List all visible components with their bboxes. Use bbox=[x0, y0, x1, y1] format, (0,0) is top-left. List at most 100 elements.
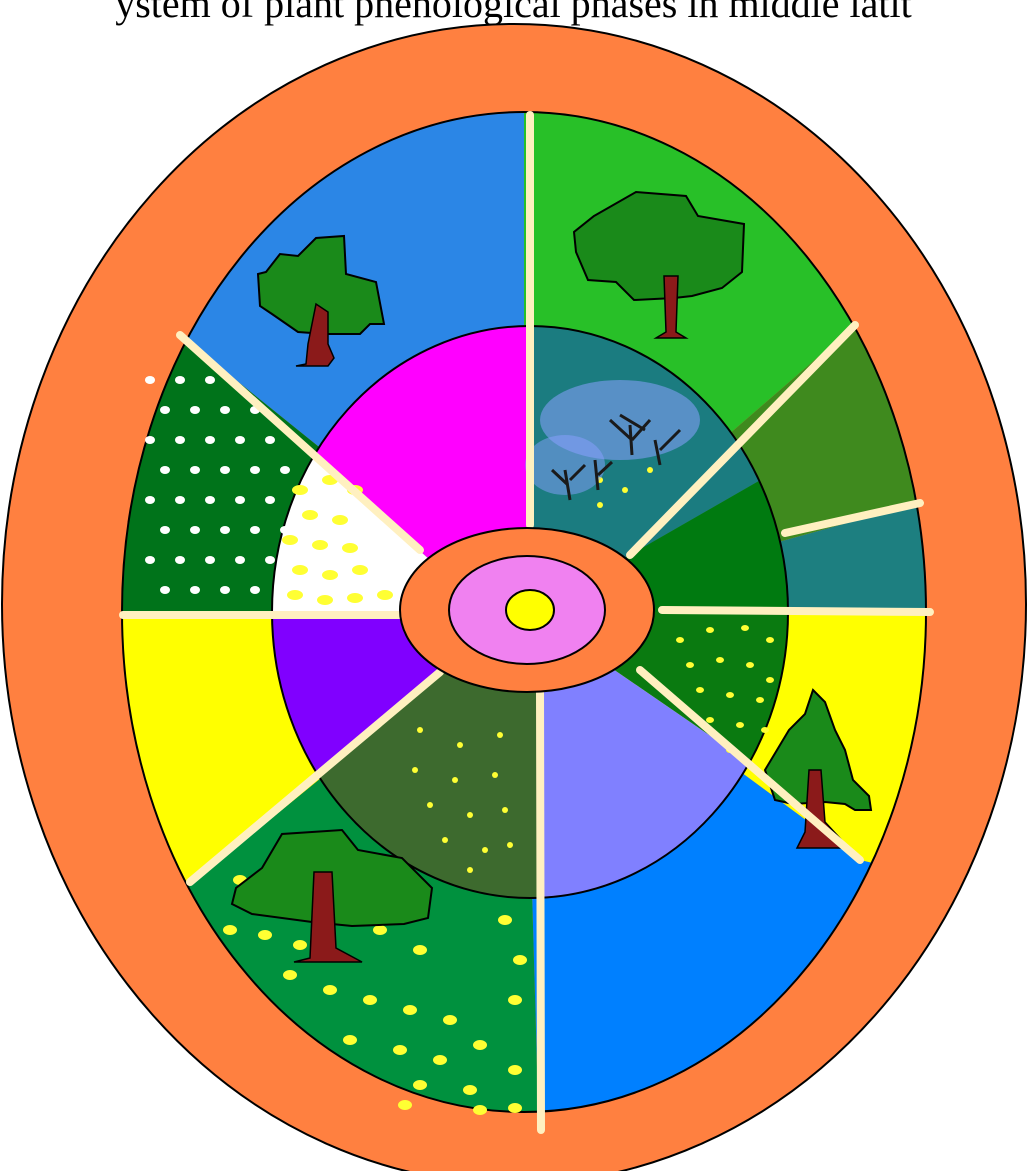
pattern-dot bbox=[293, 940, 307, 950]
pattern-dot bbox=[302, 510, 318, 520]
pattern-dot bbox=[145, 556, 155, 564]
pattern-dot bbox=[265, 496, 275, 504]
pattern-dot bbox=[343, 1035, 357, 1045]
pattern-dot bbox=[373, 925, 387, 935]
hub-center-disc bbox=[506, 590, 554, 630]
pattern-dot bbox=[467, 812, 473, 818]
pattern-dot bbox=[473, 1040, 487, 1050]
pattern-dot bbox=[741, 625, 749, 631]
pattern-dot bbox=[145, 376, 155, 384]
pattern-dot bbox=[597, 502, 603, 508]
pattern-dot bbox=[761, 727, 769, 733]
pattern-dot bbox=[190, 466, 200, 474]
pattern-dot bbox=[280, 526, 290, 534]
pattern-dot bbox=[352, 565, 368, 575]
pattern-dot bbox=[413, 945, 427, 955]
pattern-dot bbox=[766, 637, 774, 643]
pattern-dot bbox=[160, 406, 170, 414]
pattern-dot bbox=[427, 802, 433, 808]
pattern-dot bbox=[473, 1105, 487, 1115]
pattern-dot bbox=[292, 565, 308, 575]
pattern-dot bbox=[223, 925, 237, 935]
pattern-dot bbox=[706, 627, 714, 633]
pattern-dot bbox=[442, 837, 448, 843]
pattern-dot bbox=[363, 995, 377, 1005]
pattern-dot bbox=[412, 767, 418, 773]
pattern-dot bbox=[287, 590, 303, 600]
pattern-dot bbox=[413, 1080, 427, 1090]
pattern-dot bbox=[342, 543, 358, 553]
pattern-dot bbox=[706, 717, 714, 723]
pattern-dot bbox=[175, 376, 185, 384]
pattern-dot bbox=[283, 970, 297, 980]
pattern-dot bbox=[145, 496, 155, 504]
pattern-dot bbox=[393, 1045, 407, 1055]
pattern-dot bbox=[205, 376, 215, 384]
pattern-dot bbox=[443, 1015, 457, 1025]
pattern-dot bbox=[160, 586, 170, 594]
pattern-dot bbox=[220, 466, 230, 474]
pattern-dot bbox=[323, 985, 337, 995]
pattern-dot bbox=[716, 657, 724, 663]
pattern-dot bbox=[403, 1005, 417, 1015]
pattern-dot bbox=[235, 496, 245, 504]
pattern-dot bbox=[647, 467, 653, 473]
sector-divider bbox=[662, 610, 930, 612]
pattern-dot bbox=[235, 556, 245, 564]
pattern-dot bbox=[508, 1065, 522, 1075]
pattern-dot bbox=[145, 436, 155, 444]
pattern-dot bbox=[322, 570, 338, 580]
pattern-dot bbox=[220, 586, 230, 594]
pattern-dot bbox=[190, 526, 200, 534]
pattern-dot bbox=[205, 496, 215, 504]
pattern-dot bbox=[676, 637, 684, 643]
pattern-dot bbox=[433, 1055, 447, 1065]
pattern-dot bbox=[492, 772, 498, 778]
pattern-dot bbox=[175, 496, 185, 504]
pattern-dot bbox=[497, 732, 503, 738]
pattern-dot bbox=[258, 930, 272, 940]
pattern-dot bbox=[508, 995, 522, 1005]
pattern-dot bbox=[686, 662, 694, 668]
sector-divider bbox=[540, 690, 541, 1130]
pattern-dot bbox=[265, 556, 275, 564]
pattern-dot bbox=[190, 586, 200, 594]
pattern-dot bbox=[175, 556, 185, 564]
pattern-dot bbox=[398, 1100, 412, 1110]
pattern-dot bbox=[377, 590, 393, 600]
pattern-dot bbox=[205, 556, 215, 564]
pattern-dot bbox=[467, 867, 473, 873]
pattern-dot bbox=[696, 687, 704, 693]
pattern-dot bbox=[457, 742, 463, 748]
pattern-dot bbox=[756, 697, 764, 703]
pattern-dot bbox=[312, 540, 328, 550]
pattern-dot bbox=[452, 777, 458, 783]
pattern-dot bbox=[220, 526, 230, 534]
pattern-dot bbox=[507, 842, 513, 848]
pattern-dot bbox=[622, 487, 628, 493]
pattern-dot bbox=[498, 915, 512, 925]
pattern-dot bbox=[417, 727, 423, 733]
pattern-dot bbox=[508, 1103, 522, 1113]
pattern-dot bbox=[250, 526, 260, 534]
pattern-dot bbox=[205, 436, 215, 444]
pattern-dot bbox=[736, 722, 744, 728]
pattern-dot bbox=[347, 593, 363, 603]
pattern-dot bbox=[482, 847, 488, 853]
pattern-dot bbox=[282, 535, 298, 545]
pattern-dot bbox=[265, 436, 275, 444]
pattern-dot bbox=[317, 595, 333, 605]
pattern-dot bbox=[746, 662, 754, 668]
pattern-dot bbox=[250, 466, 260, 474]
pattern-dot bbox=[160, 526, 170, 534]
pattern-dot bbox=[502, 807, 508, 813]
pattern-dot bbox=[250, 586, 260, 594]
pattern-dot bbox=[280, 466, 290, 474]
pattern-dot bbox=[292, 485, 308, 495]
pattern-dot bbox=[463, 1085, 477, 1095]
pattern-dot bbox=[160, 466, 170, 474]
pattern-dot bbox=[766, 677, 774, 683]
pattern-dot bbox=[235, 436, 245, 444]
pattern-dot bbox=[726, 692, 734, 698]
